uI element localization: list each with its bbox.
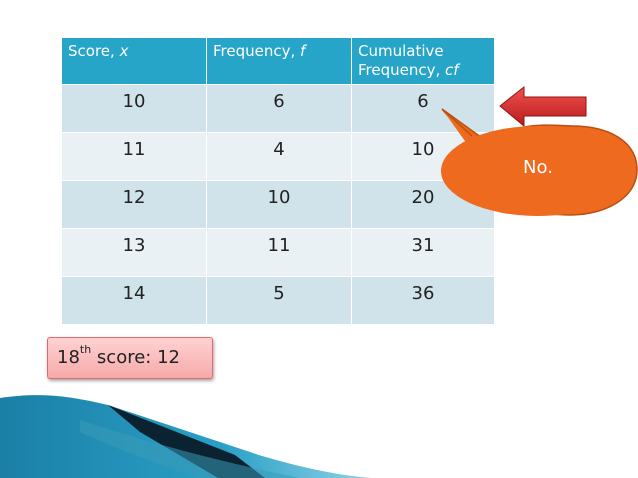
answer-text: score: 12 bbox=[91, 347, 180, 368]
cell-frequency: 11 bbox=[206, 228, 352, 277]
answer-ordinal-suffix: th bbox=[79, 343, 92, 356]
cell-score: 11 bbox=[61, 132, 207, 181]
cell-score: 12 bbox=[61, 180, 207, 229]
cell-cumulative-frequency: 36 bbox=[351, 276, 495, 325]
table-header-row: Score, x Frequency, f Cumulative Frequen… bbox=[61, 37, 495, 85]
cell-score: 13 bbox=[61, 228, 207, 277]
header-frequency: Frequency, f bbox=[206, 37, 352, 85]
cell-frequency: 5 bbox=[206, 276, 352, 325]
speech-callout bbox=[441, 108, 638, 216]
answer-ordinal: 18 bbox=[57, 347, 80, 368]
cell-frequency: 10 bbox=[206, 180, 352, 229]
cell-frequency: 6 bbox=[206, 84, 352, 133]
cell-score: 10 bbox=[61, 84, 207, 133]
table-row: 13 11 31 bbox=[61, 228, 495, 277]
decorative-swoosh bbox=[0, 395, 372, 478]
table-row: 12 10 20 bbox=[61, 180, 495, 229]
header-score: Score, x bbox=[61, 37, 207, 85]
table-row: 10 6 6 bbox=[61, 84, 495, 133]
cell-cumulative-frequency: 20 bbox=[351, 180, 495, 229]
cell-cumulative-frequency: 6 bbox=[351, 84, 495, 133]
callout-label: No. bbox=[523, 157, 553, 178]
left-arrow-icon bbox=[499, 85, 587, 128]
header-cumulative-frequency: Cumulative Frequency, cf bbox=[351, 37, 495, 85]
table-row: 14 5 36 bbox=[61, 276, 495, 325]
answer-box: 18th score: 12 bbox=[47, 337, 213, 379]
cell-cumulative-frequency: 31 bbox=[351, 228, 495, 277]
